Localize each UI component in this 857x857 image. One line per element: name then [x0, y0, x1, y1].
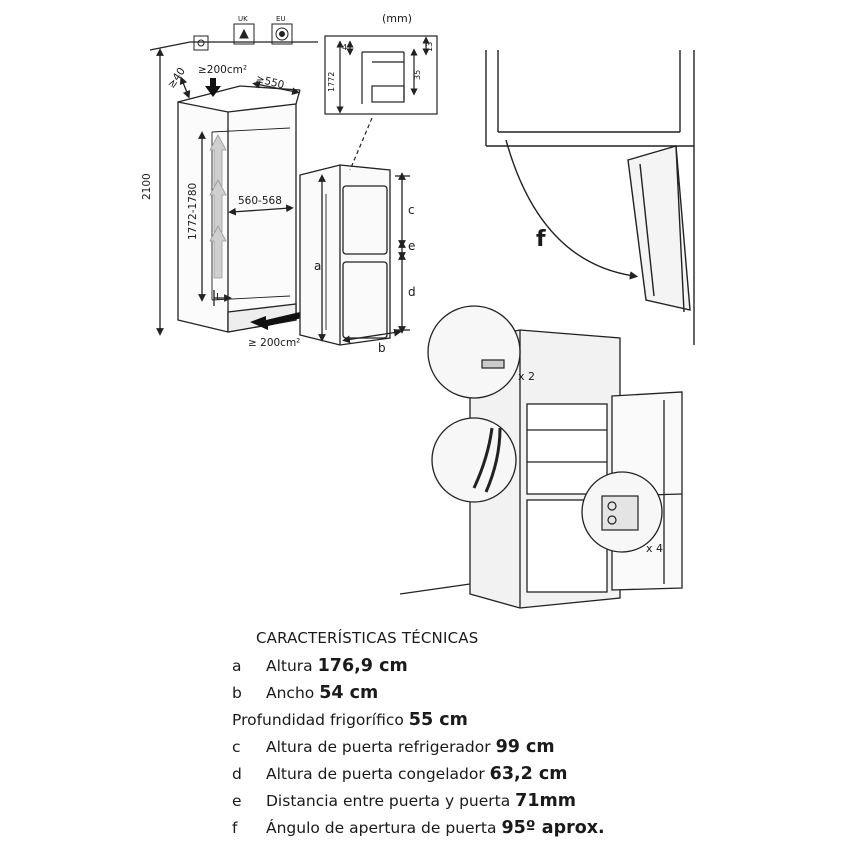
dim-L-label: L: [216, 292, 222, 303]
dim-a-label: a: [314, 259, 321, 273]
spec-value: 176,9 cm: [317, 656, 408, 676]
inset-dim-4: 4: [342, 43, 347, 52]
spec-row-height: a Altura 176,9 cm: [232, 656, 408, 676]
spec-row-angle: f Ángulo de apertura de puerta 95º aprox.: [232, 818, 605, 838]
multiplier-x2: x 2: [518, 370, 535, 383]
spec-label: Altura de puerta congelador: [266, 765, 485, 783]
multiplier-x4: x 4: [646, 542, 663, 555]
spec-row-door-gap: e Distancia entre puerta y puerta 71mm: [232, 791, 576, 811]
inset-dim-1772: 1772: [327, 72, 336, 92]
spec-value: 54 cm: [319, 683, 379, 703]
dim-niche-width-label: 560-568: [238, 195, 282, 207]
spec-row-freezer-door: d Altura de puerta congelador 63,2 cm: [232, 764, 568, 784]
spec-value: 99 cm: [495, 737, 555, 757]
spec-letter: c: [232, 738, 241, 756]
dim-c-label: c: [408, 203, 415, 217]
specs-title: CARACTERÍSTICAS TÉCNICAS: [256, 629, 479, 647]
dim-e-label: e: [408, 239, 415, 253]
detail-parts: [472, 359, 639, 531]
niche-drawing: [149, 41, 318, 336]
top-detail-inset: [324, 35, 438, 171]
dim-depth-label: ≥550: [255, 73, 286, 92]
spec-letter: a: [232, 657, 242, 675]
spec-row-depth: Profundidad frigorífico 55 cm: [232, 710, 468, 730]
spec-label: Altura: [266, 657, 313, 675]
spec-label: Ancho: [266, 684, 315, 702]
door-angle-drawing: [485, 50, 695, 345]
spec-label: Profundidad frigorífico: [232, 711, 404, 729]
angle-f-label: f: [536, 227, 546, 252]
spec-value: 63,2 cm: [489, 764, 568, 784]
dim-d-label: d: [408, 285, 416, 299]
spec-letter: f: [232, 819, 238, 837]
spec-row-width: b Ancho 54 cm: [232, 683, 378, 703]
dim-b-label: b: [378, 341, 386, 355]
dim-height-label: 2100: [141, 173, 153, 200]
vent-arrows: [205, 78, 302, 330]
vent-top-label: ≥200cm²: [198, 64, 247, 76]
socket-icons: [193, 23, 293, 51]
socket-eu-label: EU: [276, 15, 286, 23]
spec-letter: b: [232, 684, 242, 702]
spec-label: Altura de puerta refrigerador: [266, 738, 491, 756]
socket-uk-label: UK: [238, 15, 248, 23]
spec-letter: e: [232, 792, 242, 810]
inset-dim-13: 13: [425, 42, 434, 52]
installation-diagram: UK EU ≥200cm² ≥40 ≥550 2100 1772-1780 56…: [141, 12, 695, 609]
dim-niche-height-label: 1772-1780: [187, 183, 199, 240]
spec-value: 55 cm: [408, 710, 468, 730]
spec-letter: d: [232, 765, 242, 783]
inset-dim-35: 35: [413, 70, 422, 80]
spec-value: 95º aprox.: [501, 818, 605, 838]
spec-label: Distancia entre puerta y puerta: [266, 792, 511, 810]
spec-label: Ángulo de apertura de puerta: [266, 819, 497, 837]
unit-note: (mm): [382, 12, 412, 25]
appliance-drawing: [299, 164, 410, 346]
spec-row-fridge-door: c Altura de puerta refrigerador 99 cm: [232, 737, 555, 757]
vent-bottom-label: ≥ 200cm²: [248, 337, 300, 349]
spec-value: 71mm: [515, 791, 576, 811]
